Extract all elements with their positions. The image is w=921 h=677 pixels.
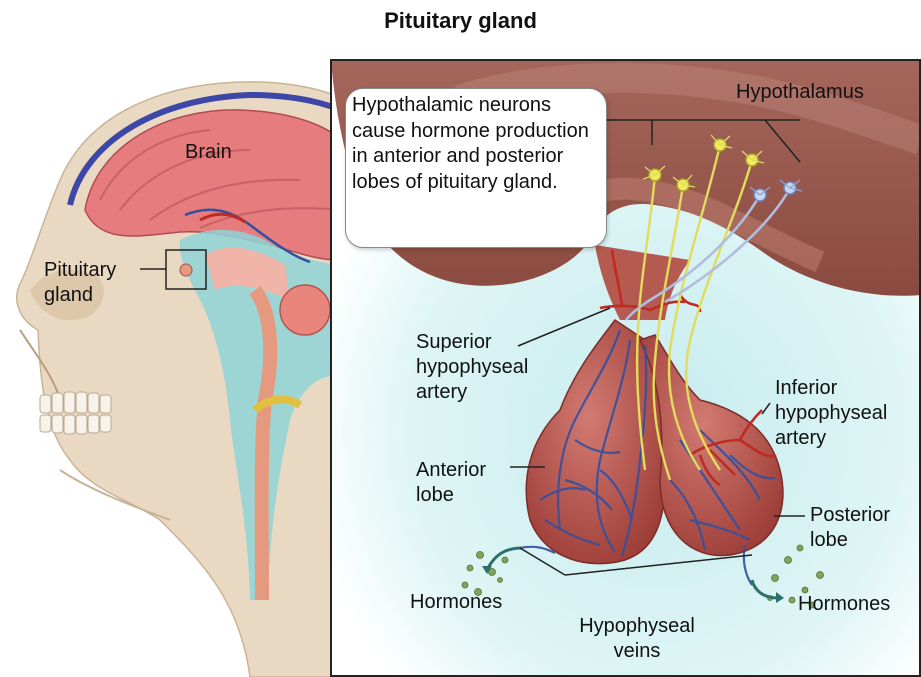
hormones-right-label: Hormones [798, 592, 890, 617]
hormones-left-label: Hormones [410, 590, 502, 615]
callout-text: Hypothalamic neurons cause hormone produ… [352, 93, 604, 195]
page-title: Pituitary gland [0, 8, 921, 34]
callout-box: Hypothalamic neurons cause hormone produ… [345, 88, 607, 248]
anterior-lobe-label: Anterior lobe [416, 458, 486, 508]
brain-label: Brain [185, 140, 232, 165]
pituitary-gland-label: Pituitary gland [44, 258, 116, 308]
hypothalamus-label: Hypothalamus [736, 80, 864, 105]
hypophyseal-veins-label: Hypophyseal veins [562, 614, 712, 664]
posterior-lobe-label: Posterior lobe [810, 503, 890, 553]
superior-hypophyseal-artery-label: Superior hypophyseal artery [416, 330, 528, 405]
inferior-hypophyseal-artery-label: Inferior hypophyseal artery [775, 376, 887, 451]
head-illustration [17, 82, 345, 677]
